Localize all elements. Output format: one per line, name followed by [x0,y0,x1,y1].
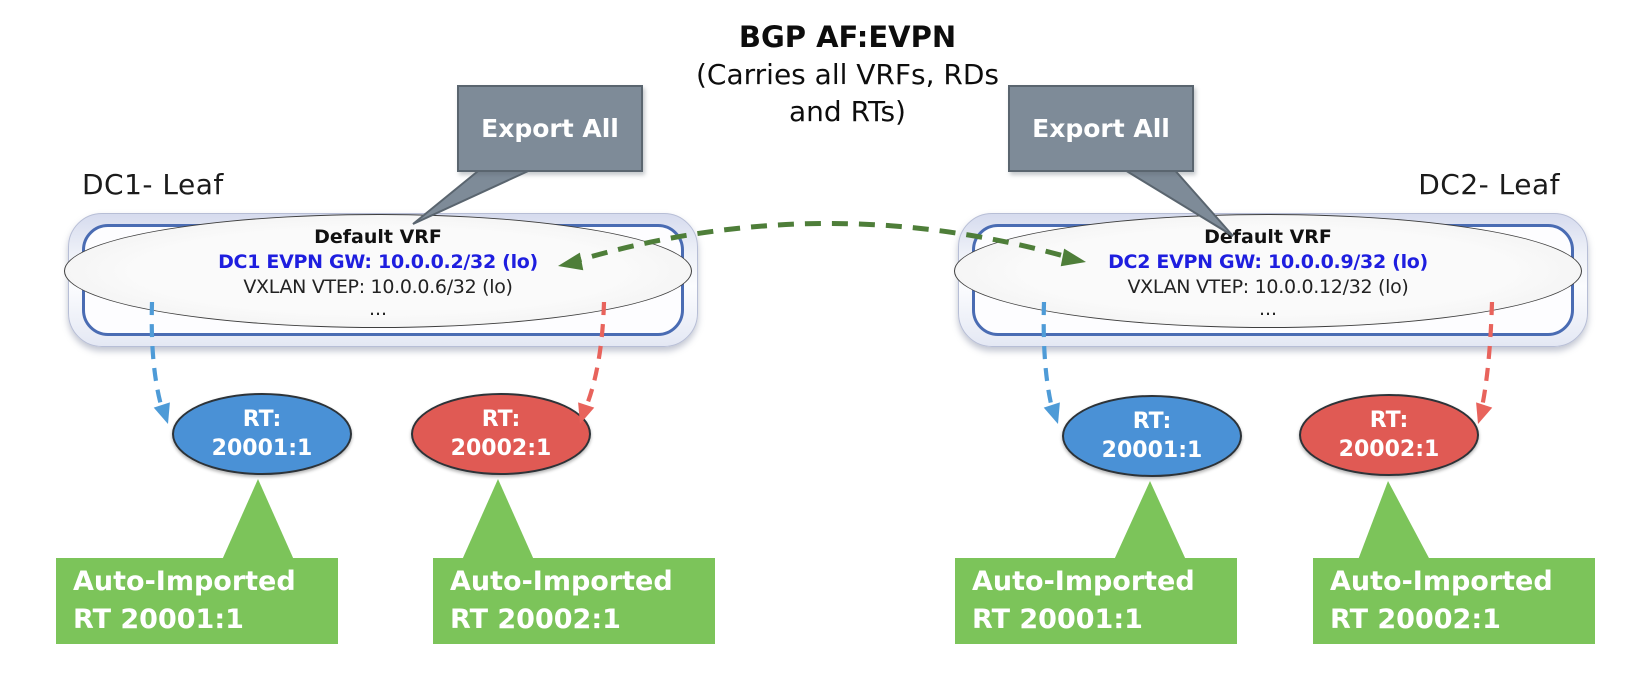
dc1-auto-import-rt-20002-box: Auto-Imported RT 20002:1 [433,558,715,644]
dc1-vrf-title: Default VRF [314,225,442,248]
dc1-auto-import-blue-line2: RT 20001:1 [73,604,244,635]
dc1-rt-20001-ellipse: RT: 20001:1 [172,393,352,475]
dc2-auto-import-red-line2: RT 20002:1 [1330,604,1501,635]
dc2-auto-import-rt-20002-box: Auto-Imported RT 20002:1 [1313,558,1595,644]
dc2-rt-blue-arrowhead [1043,402,1060,424]
dc1-auto-import-rt-20001-box: Auto-Imported RT 20001:1 [56,558,338,644]
dc2-rt-blue-value: 20001:1 [1101,438,1203,463]
dc1-vxlan-vtep-text: VXLAN VTEP: 10.0.0.6/32 (lo) [243,275,513,298]
dc2-rt-red-value: 20002:1 [1338,437,1440,462]
dc1-auto-import-red-line2: RT 20002:1 [450,604,621,635]
dc2-vxlan-vtep-text: VXLAN VTEP: 10.0.0.12/32 (lo) [1127,275,1409,298]
title-main: BGP AF:EVPN [738,20,957,54]
auto-import-triangle-3 [1114,481,1186,560]
dc2-rt-20002-ellipse: RT: 20002:1 [1299,394,1479,476]
dc1-rt-20002-ellipse: RT: 20002:1 [411,393,591,475]
auto-import-triangle-1 [222,479,294,560]
dc2-rt-20001-ellipse: RT: 20001:1 [1062,395,1242,477]
dc1-vrf-ellipsis: ... [368,297,388,320]
dc1-rt-red-value: 20002:1 [450,436,552,461]
dc1-rt-blue-arrowhead [153,402,170,424]
dc1-rt-red-label: RT: [481,407,521,432]
dc2-rt-blue-label: RT: [1132,409,1172,434]
dc1-leaf-label: DC1- Leaf [82,168,224,201]
dc2-vrf-title: Default VRF [1204,225,1332,248]
export-all-callout-left: Export All [457,85,643,172]
dc2-auto-import-blue-line1: Auto-Imported [972,566,1195,597]
title-sub-line2: and RTs) [789,95,906,128]
diagram-title: BGP AF:EVPN (Carries all VRFs, RDs and R… [595,18,1100,130]
dc1-rt-blue-value: 20001:1 [211,436,313,461]
dc2-evpn-gw-text: DC2 EVPN GW: 10.0.0.9/32 (lo) [1108,250,1428,273]
dc2-auto-import-red-line1: Auto-Imported [1330,566,1553,597]
dc2-leaf-label: DC2- Leaf [1418,168,1560,201]
export-all-right-label: Export All [1032,114,1170,143]
dc1-auto-import-red-line1: Auto-Imported [450,566,673,597]
auto-import-triangle-4 [1358,481,1430,560]
dc1-auto-import-blue-line1: Auto-Imported [73,566,296,597]
dc2-rt-red-label: RT: [1369,408,1409,433]
export-all-callout-right: Export All [1008,85,1194,172]
dc1-rt-blue-label: RT: [242,407,282,432]
dc2-auto-import-blue-line2: RT 20001:1 [972,604,1143,635]
dc2-vrf-ellipsis: ... [1258,297,1278,320]
export-all-left-label: Export All [481,114,619,143]
dc1-default-vrf-ellipse: Default VRF DC1 EVPN GW: 10.0.0.2/32 (lo… [64,214,692,328]
dc2-auto-import-rt-20001-box: Auto-Imported RT 20001:1 [955,558,1237,644]
dc2-default-vrf-ellipse: Default VRF DC2 EVPN GW: 10.0.0.9/32 (lo… [954,214,1582,328]
dc1-evpn-gw-text: DC1 EVPN GW: 10.0.0.2/32 (lo) [218,250,538,273]
auto-import-triangle-2 [462,479,534,560]
title-sub-line1: (Carries all VRFs, RDs [696,58,999,91]
